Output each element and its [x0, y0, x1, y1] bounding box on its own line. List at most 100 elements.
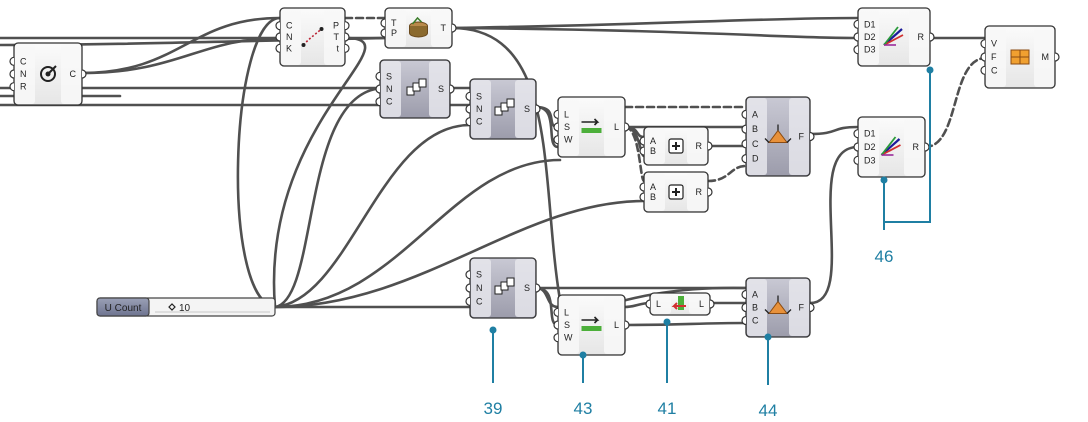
- input-label: N: [20, 69, 27, 79]
- input-port[interactable]: [275, 43, 281, 53]
- input-label: N: [476, 283, 483, 293]
- wire: [272, 36, 367, 309]
- input-label: C: [752, 316, 759, 326]
- output-port[interactable]: [707, 187, 713, 197]
- wire: [273, 123, 472, 309]
- input-port[interactable]: [380, 18, 386, 28]
- input-port[interactable]: [980, 39, 986, 49]
- input-port[interactable]: [465, 91, 471, 101]
- output-port[interactable]: [707, 141, 713, 151]
- input-port[interactable]: [553, 109, 559, 119]
- divide-icon: [581, 118, 602, 133]
- input-port[interactable]: [853, 142, 859, 152]
- slider-diamond-icon[interactable]: [168, 303, 176, 311]
- input-port[interactable]: [465, 296, 471, 306]
- output-port[interactable]: [624, 320, 630, 330]
- output-port[interactable]: [535, 104, 541, 114]
- input-port[interactable]: [553, 307, 559, 317]
- input-port[interactable]: [853, 32, 859, 42]
- input-port[interactable]: [639, 182, 645, 192]
- input-port[interactable]: [465, 117, 471, 127]
- input-label: D1: [864, 129, 876, 139]
- input-port[interactable]: [741, 315, 747, 326]
- input-port[interactable]: [275, 21, 281, 31]
- output-port[interactable]: [924, 142, 930, 152]
- output-port[interactable]: [451, 23, 457, 33]
- input-port[interactable]: [639, 192, 645, 202]
- input-port[interactable]: [980, 65, 986, 75]
- output-port[interactable]: [449, 84, 455, 94]
- output-label: L: [614, 320, 619, 330]
- input-port[interactable]: [741, 109, 747, 119]
- input-port[interactable]: [9, 56, 15, 66]
- input-port[interactable]: [553, 122, 559, 132]
- input-port[interactable]: [380, 28, 386, 38]
- input-label: C: [476, 296, 483, 306]
- input-port[interactable]: [375, 97, 381, 107]
- input-port[interactable]: [741, 289, 747, 300]
- input-port[interactable]: [465, 270, 471, 280]
- input-port[interactable]: [465, 104, 471, 114]
- output-port[interactable]: [809, 302, 815, 313]
- input-port[interactable]: [741, 124, 747, 134]
- input-port[interactable]: [553, 320, 559, 330]
- input-port[interactable]: [853, 155, 859, 165]
- output-port[interactable]: [344, 21, 350, 31]
- u-count-slider[interactable]: U Count 10: [96, 297, 276, 317]
- output-port[interactable]: [624, 122, 630, 132]
- input-port[interactable]: [853, 45, 859, 55]
- input-label: L: [656, 299, 661, 309]
- input-port[interactable]: [853, 129, 859, 139]
- input-port[interactable]: [9, 69, 15, 79]
- input-port[interactable]: [375, 71, 381, 81]
- input-port[interactable]: [853, 19, 859, 29]
- input-port[interactable]: [741, 139, 747, 149]
- input-port[interactable]: [741, 302, 747, 313]
- input-label: V: [991, 39, 997, 49]
- output-port[interactable]: [929, 32, 935, 42]
- output-port[interactable]: [809, 131, 815, 142]
- input-port[interactable]: [9, 82, 15, 92]
- input-port[interactable]: [375, 84, 381, 94]
- wire: [80, 36, 282, 75]
- input-port[interactable]: [639, 136, 645, 146]
- wire: [623, 321, 748, 327]
- face-icon: [764, 295, 792, 314]
- input-port[interactable]: [465, 283, 471, 293]
- output-port[interactable]: [344, 32, 350, 42]
- output-port[interactable]: [709, 299, 715, 309]
- output-port[interactable]: [344, 43, 350, 53]
- input-port[interactable]: [741, 154, 747, 164]
- output-port[interactable]: [1054, 52, 1060, 62]
- input-port[interactable]: [639, 146, 645, 156]
- input-port[interactable]: [553, 333, 559, 343]
- output-port[interactable]: [535, 283, 541, 293]
- input-port[interactable]: [275, 32, 281, 42]
- input-label: D3: [864, 45, 876, 55]
- wire: [534, 105, 560, 149]
- divide-icon: [581, 316, 602, 331]
- input-port[interactable]: [553, 135, 559, 145]
- input-label: D: [752, 154, 759, 164]
- input-port[interactable]: [645, 299, 651, 309]
- output-port[interactable]: [81, 69, 87, 79]
- input-port[interactable]: [980, 52, 986, 62]
